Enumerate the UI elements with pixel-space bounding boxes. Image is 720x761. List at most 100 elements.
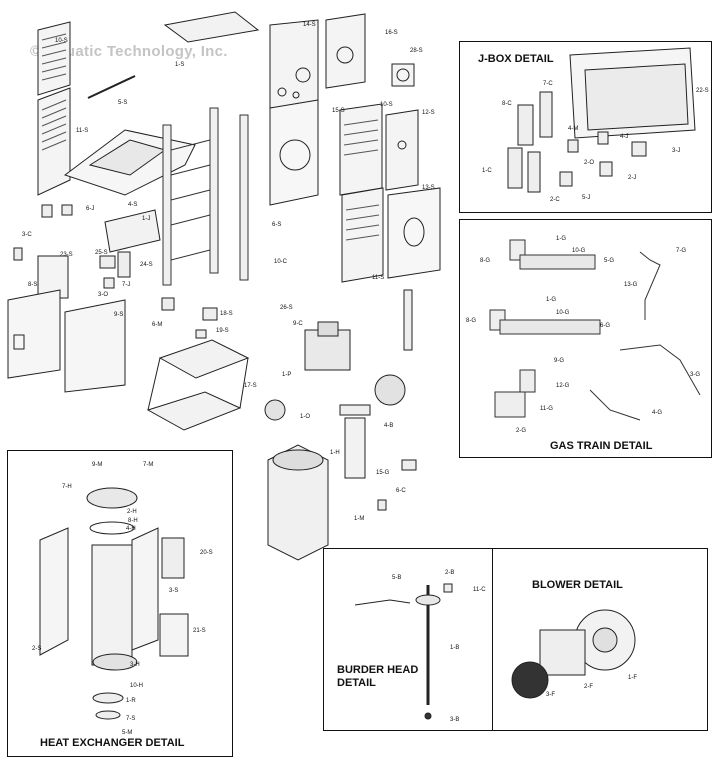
part-label: 22-S: [696, 88, 709, 94]
part-label: 4-J: [620, 134, 629, 140]
part-label: 12-S: [422, 110, 435, 116]
part-label: 7-G: [676, 248, 687, 254]
panel-12s: [385, 109, 419, 191]
part-label: 15-S: [332, 108, 345, 114]
front-panel-8s: [7, 289, 61, 379]
part-label: 9-S: [114, 312, 124, 318]
part-label: 3-O: [98, 292, 109, 298]
part-label: 8-S: [28, 282, 38, 288]
part-label: 1-B: [450, 645, 460, 651]
part-label: 2-F: [584, 684, 593, 690]
part-label: 15-G: [376, 470, 390, 476]
part-label: 4-S: [128, 202, 138, 208]
burner-head-detail-box: [323, 548, 493, 731]
part-label: 1-J: [142, 216, 151, 222]
panel-11s-right: [341, 187, 384, 283]
part-label: 11-S: [76, 128, 89, 134]
watermark: © Aquatic Technology, Inc.: [30, 43, 228, 60]
part-label: 7-H: [62, 484, 72, 490]
side-panel-10s: [37, 21, 71, 96]
blower-main: [264, 374, 406, 421]
part-label: 2-H: [127, 509, 137, 515]
top-panel: [163, 11, 260, 43]
side-panel-11s: [37, 87, 71, 196]
part-label: 6-G: [600, 323, 611, 329]
part-label: 17-S: [244, 383, 257, 389]
part-label: 5-B: [392, 575, 402, 581]
part-label: 5-S: [118, 100, 128, 106]
gas-train-detail-art: [489, 239, 701, 421]
part-label: 5-G: [604, 258, 615, 264]
part-label: 16-S: [385, 30, 398, 36]
part-label: 8-G: [480, 258, 491, 264]
front-panel-9s: [64, 299, 126, 393]
gas-valve-9c: [304, 321, 351, 371]
heat-exchanger-detail-title: HEAT EXCHANGER DETAIL: [40, 737, 185, 749]
part-label: 23-S: [60, 252, 73, 258]
base-tray-4s: [63, 129, 196, 196]
part-label: 5-J: [582, 195, 591, 201]
part-label: 2-O: [584, 160, 595, 166]
part-label: 8-G: [466, 318, 477, 324]
part-label: 10-S: [380, 102, 393, 108]
blower-detail-art: [511, 609, 636, 699]
part-label: 20-S: [200, 550, 213, 556]
blower-detail-box: [492, 548, 708, 731]
part-label: 4-M: [568, 126, 579, 132]
part-label: 3-C: [22, 232, 32, 238]
part-label: 10-G: [572, 248, 586, 254]
part-label: 3-H: [130, 662, 140, 668]
burner-head-detail-title: BURDER HEAD DETAIL: [337, 664, 419, 689]
part-label: 14-S: [303, 22, 316, 28]
jbox-detail-title: J-BOX DETAIL: [478, 53, 554, 65]
jbox-detail-box: [459, 41, 712, 213]
back-panel-14s: [269, 19, 319, 109]
part-label: 10-G: [556, 310, 570, 316]
part-label: 7-J: [122, 282, 131, 288]
heat-exchanger-1h: [267, 444, 329, 561]
part-label: 4-H: [126, 526, 136, 532]
panel-10s-right: [339, 103, 383, 196]
part-label: 2-J: [628, 175, 637, 181]
part-label: 1-H: [330, 450, 340, 456]
part-label: 26-S: [280, 305, 293, 311]
part-label: 10-H: [130, 683, 144, 689]
part-label: 1-P: [282, 372, 292, 378]
part-label: 1-R: [126, 698, 136, 704]
part-label: 2-G: [516, 428, 527, 434]
part-label: 9-C: [293, 321, 303, 327]
part-label: 1-S: [175, 62, 185, 68]
part-label: 1-F: [628, 675, 637, 681]
part-label: 10-C: [274, 259, 288, 265]
part-label: 25-S: [95, 250, 108, 256]
part-label: 6-C: [396, 488, 406, 494]
part-label: 21-S: [193, 628, 206, 634]
part-label: 3-F: [546, 692, 555, 698]
jbox-detail-art: [507, 47, 696, 193]
part-label: 3-J: [672, 148, 681, 154]
part-label: 3-G: [690, 372, 701, 378]
part-label: 11-G: [540, 406, 553, 412]
part-label: 19-S: [216, 328, 229, 334]
base-17s: [146, 339, 250, 431]
part-label: 1-M: [354, 516, 365, 522]
part-label: 6-M: [152, 322, 163, 328]
part-label: 28-S: [410, 48, 423, 54]
part-label: 2-C: [550, 197, 560, 203]
back-panel-16s: [325, 13, 366, 89]
gas-train-detail-title: GAS TRAIN DETAIL: [550, 440, 653, 452]
part-label: 11-C: [473, 587, 486, 593]
part-label: 9-M: [92, 462, 103, 468]
part-label: 3-S: [169, 588, 179, 594]
panel-13s: [387, 187, 441, 279]
part-label: 13-S: [422, 185, 435, 191]
part-label: 8-H: [128, 518, 138, 524]
blower-detail-title: BLOWER DETAIL: [532, 579, 623, 591]
part-label: 6-S: [272, 222, 282, 228]
part-label: 1-O: [300, 414, 311, 420]
rail-5s: [87, 75, 136, 99]
part-label: 6-J: [86, 206, 95, 212]
part-label: 1-G: [546, 297, 557, 303]
